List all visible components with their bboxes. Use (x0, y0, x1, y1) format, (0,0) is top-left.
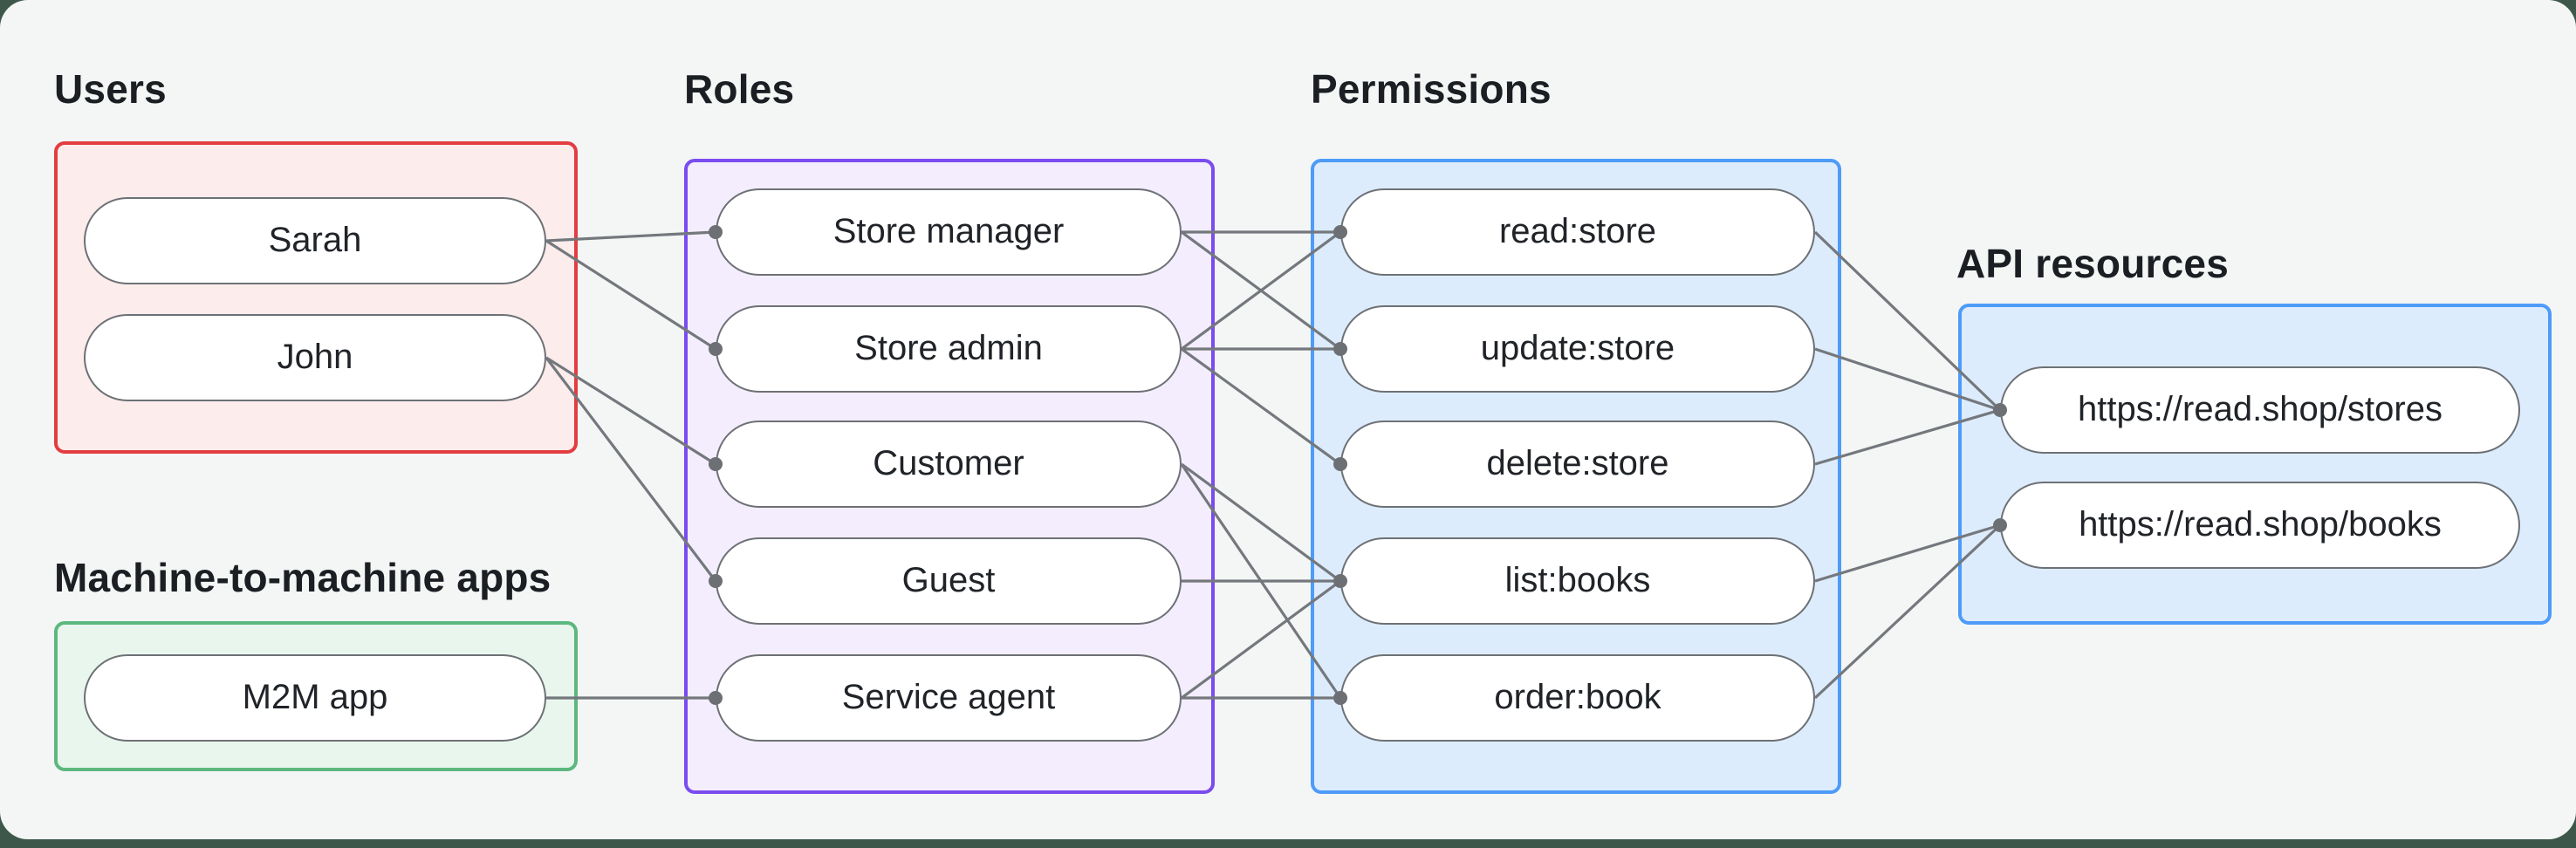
users-group-box (54, 141, 578, 454)
node-guest: Guest (716, 537, 1182, 625)
permissions-section-label: Permissions (1311, 66, 1552, 112)
node-john: John (84, 314, 546, 401)
m2m-section-label: Machine-to-machine apps (54, 555, 552, 600)
node-books-api: https://read.shop/books (2000, 482, 2520, 569)
node-m2m-app: M2M app (84, 654, 546, 742)
node-delete-store: delete:store (1340, 421, 1815, 508)
node-sarah: Sarah (84, 197, 546, 284)
node-store-admin: Store admin (716, 305, 1182, 393)
api-resources-section-label: API resources (1956, 241, 2229, 286)
node-order-book: order:book (1340, 654, 1815, 742)
node-service-agent: Service agent (716, 654, 1182, 742)
node-stores-api: https://read.shop/stores (2000, 366, 2520, 454)
node-read-store: read:store (1340, 188, 1815, 276)
node-update-store: update:store (1340, 305, 1815, 393)
node-store-manager: Store manager (716, 188, 1182, 276)
users-section-label: Users (54, 66, 167, 112)
api-resources-group-box (1958, 304, 2552, 625)
node-list-books: list:books (1340, 537, 1815, 625)
node-customer: Customer (716, 421, 1182, 508)
roles-section-label: Roles (684, 66, 795, 112)
